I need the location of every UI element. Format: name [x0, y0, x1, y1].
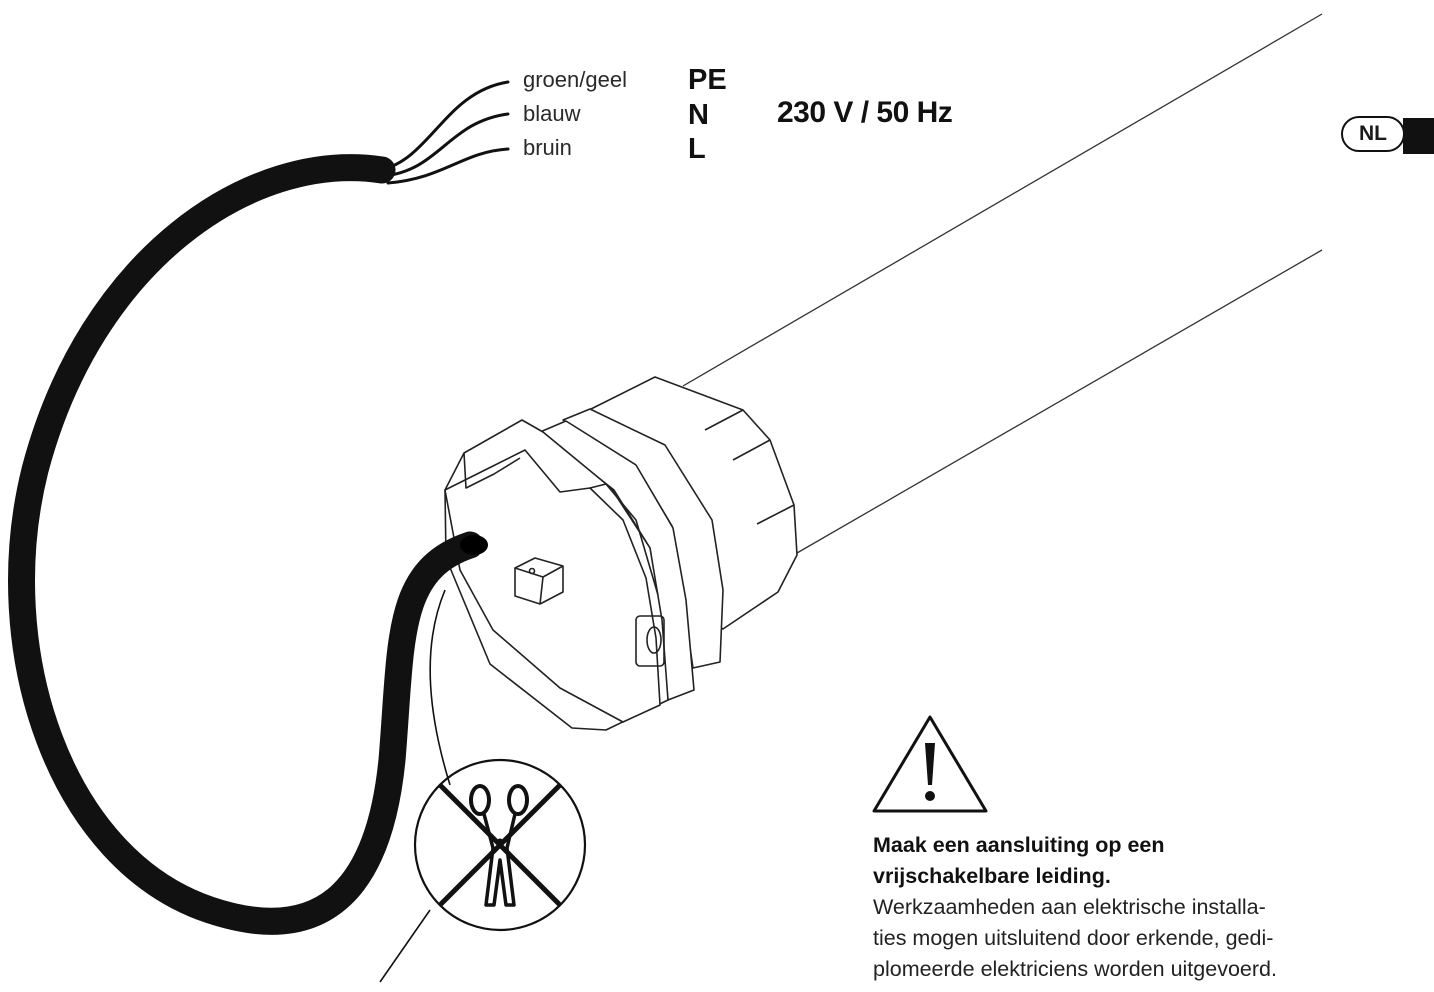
no-scissors-icon: [413, 758, 587, 932]
power-cable: [8, 154, 484, 935]
wire-code-pe: PE: [688, 64, 727, 96]
language-badge: NL: [1341, 116, 1405, 152]
warning-title-line: Maak een aansluiting op een: [873, 833, 1165, 857]
warning-title: Maak een aansluiting op een vrijschakelb…: [873, 830, 1165, 892]
no-cut-pointer: [429, 589, 451, 786]
motor-tube: [682, 13, 1323, 554]
warning-body-line: plomeerde elektriciens worden uitgevoerd…: [873, 957, 1277, 981]
motor-head: [444, 376, 798, 731]
wire-label-l: bruin: [523, 135, 572, 160]
wire-code-n: N: [688, 99, 709, 131]
warning-body-line: ties mogen uitsluitend door erkende, ged…: [873, 926, 1274, 950]
wire-label-pe: groen/geel: [523, 67, 627, 92]
wire-code-l: L: [688, 133, 706, 165]
wire-leads: [378, 80, 510, 185]
supply-voltage: 230 V / 50 Hz: [777, 96, 953, 129]
warning-title-line: vrijschakelbare leiding.: [873, 864, 1111, 888]
language-tab-bar: [1403, 118, 1434, 154]
wire-label-n: blauw: [523, 101, 581, 126]
warning-body-line: Werkzaamheden aan elektrische installa-: [873, 895, 1266, 919]
warning-triangle-icon: [872, 715, 988, 813]
warning-body: Werkzaamheden aan elektrische installa- …: [873, 892, 1277, 985]
